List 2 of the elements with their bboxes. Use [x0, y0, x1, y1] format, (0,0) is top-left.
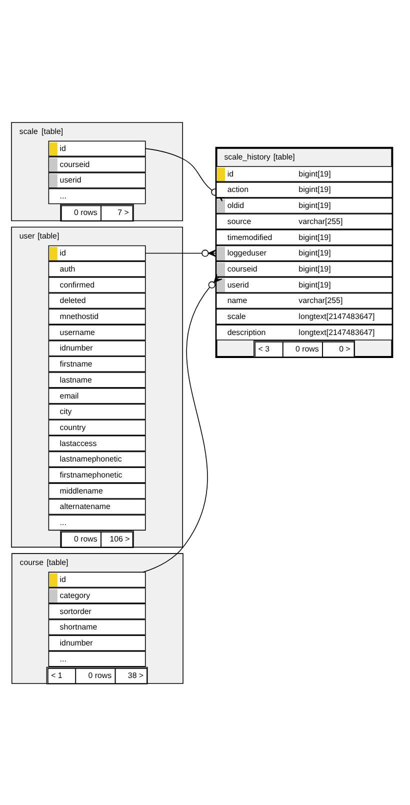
- connector: [145, 248, 217, 257]
- connector: [142, 273, 222, 572]
